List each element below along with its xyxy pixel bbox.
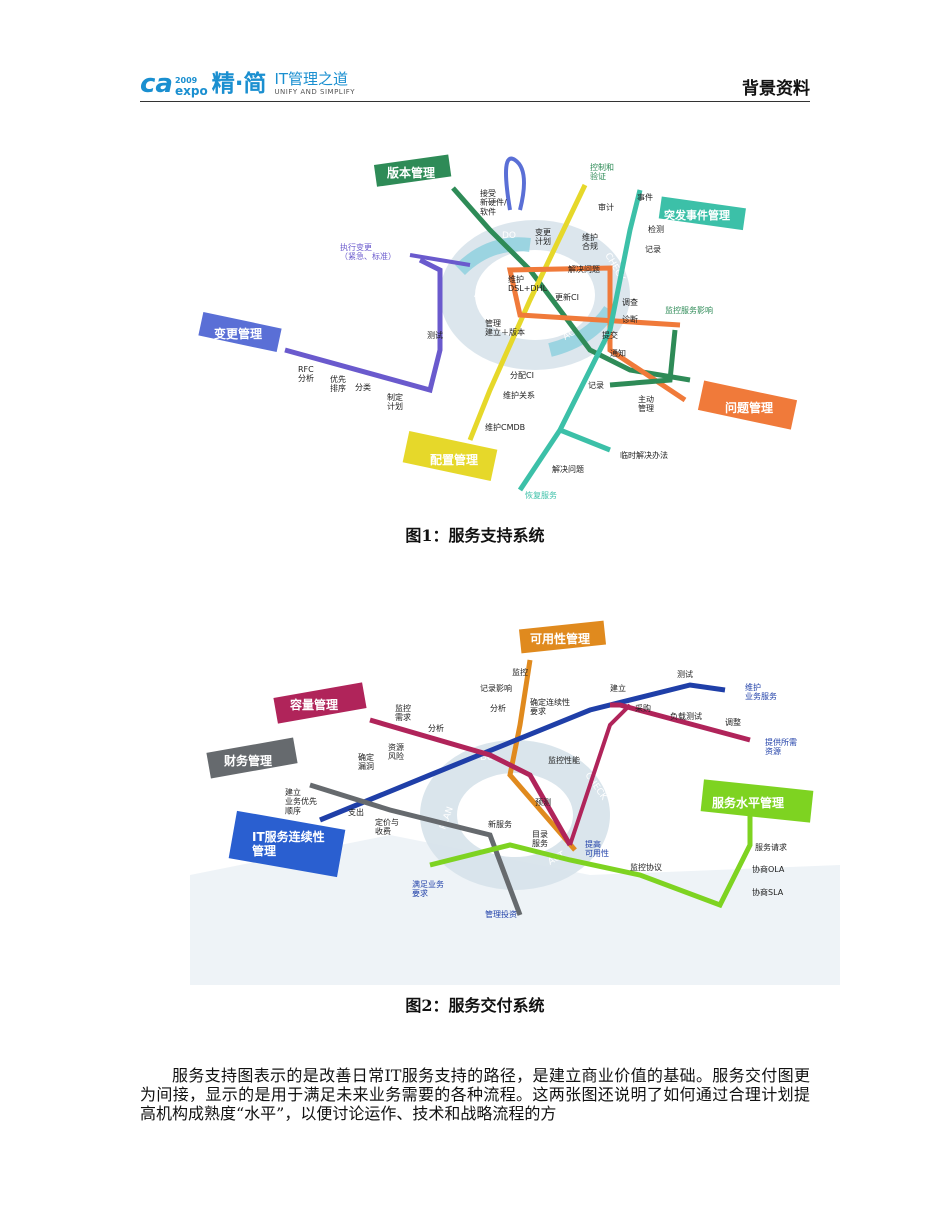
f1-label-active-manage: 主动管理 <box>638 394 654 413</box>
f1-label-event: 事件 <box>637 192 653 202</box>
svg-text:问题管理: 问题管理 <box>725 400 773 415</box>
f2-label-pricing: 定价与收费 <box>375 817 399 836</box>
f2-label-record-impact: 记录影响 <box>480 683 512 693</box>
f1-label-test: 测试 <box>427 330 443 340</box>
f2-label-test: 测试 <box>677 669 693 679</box>
f1-label-maintain-rel: 维护关系 <box>503 390 535 400</box>
box-availability-management: 可用性管理 <box>519 621 606 654</box>
box-finance-management: 财务管理 <box>206 738 297 779</box>
f1-label-update-ci: 更新CI <box>555 292 579 302</box>
f1-label-control-verify: 控制和验证 <box>590 162 614 181</box>
f2-label-adjust: 调整 <box>725 717 741 727</box>
svg-text:突发事件管理: 突发事件管理 <box>664 208 730 222</box>
figure2-caption: 图2：服务交付系统 <box>0 992 950 1016</box>
box-config-management: 配置管理 <box>403 431 498 481</box>
f1-label-restore: 恢复服务 <box>525 490 557 500</box>
f1-label-maintain-audit: 维护合规 <box>582 232 598 251</box>
f2-label-monitor-protocol: 监控协议 <box>630 862 662 872</box>
logo-expo: 2009 expo <box>175 75 208 97</box>
f2-label-analyze2: 分析 <box>428 723 444 733</box>
f2-label-determine-cont: 确定连续性要求 <box>530 697 570 716</box>
f2-label-set-priority: 建立业务优先顺序 <box>285 787 317 815</box>
f2-label-sla: 协商SLA <box>752 887 784 897</box>
svg-text:版本管理: 版本管理 <box>387 165 435 180</box>
box-problem-management: 问题管理 <box>698 381 797 430</box>
f1-label-resolve: 解决问题 <box>568 264 600 274</box>
svg-text:容量管理: 容量管理 <box>289 697 338 712</box>
f2-label-maintain-biz: 维护业务服务 <box>745 682 777 701</box>
f2-label-monitor-demand: 监控需求 <box>395 703 411 722</box>
figure1-caption: 图1：服务支持系统 <box>0 522 950 546</box>
box-version-management: 版本管理 <box>374 155 451 187</box>
f1-label-monitor-impact: 监控服务影响 <box>665 305 713 315</box>
box-sla-management: 服务水平管理 <box>701 779 814 822</box>
f1-label-detect: 检测 <box>648 224 664 234</box>
ca-expo-logo: ca 2009 expo 精·简 IT管理之道 UNIFY AND SIMPLI… <box>140 61 355 97</box>
f2-label-provide-res: 提供所需资源 <box>765 737 797 756</box>
f1-label-formulate: 制定计划 <box>387 392 403 411</box>
f1-label-submit: 提交 <box>602 330 618 340</box>
f1-label-change-plan: 变更计划 <box>535 227 551 246</box>
f2-label-target-service: 目录服务 <box>532 830 548 848</box>
f2-label-new-service: 新服务 <box>488 819 512 829</box>
f1-label-resolve-problem: 解决问题 <box>552 464 584 474</box>
f2-label-resource-risk: 资源风险 <box>388 742 404 761</box>
f1-label-diagnose: 诊断 <box>622 314 638 324</box>
f1-label-notify: 通知 <box>610 348 626 358</box>
f2-label-service-request: 服务请求 <box>755 842 787 852</box>
f1-label-investigate: 调查 <box>622 297 638 307</box>
section-label: 背景资料 <box>742 74 810 99</box>
logo-slogan: IT管理之道 UNIFY AND SIMPLIFY <box>274 71 355 97</box>
svg-text:财务管理: 财务管理 <box>223 753 272 768</box>
f1-label-cmdb: 维护CMDB <box>485 422 525 432</box>
f2-label-manage-invest: 管理投资 <box>485 909 517 919</box>
f2-label-monitor-perf: 监控性能 <box>548 755 580 765</box>
f2-label-purchase: 采购 <box>635 703 651 713</box>
svg-text:服务水平管理: 服务水平管理 <box>712 795 784 810</box>
line-version-loop <box>506 159 524 210</box>
svg-text:可用性管理: 可用性管理 <box>530 631 590 646</box>
f1-label-accept: 接受新硬件/软件 <box>480 188 507 216</box>
box-change-management: 变更管理 <box>198 312 281 352</box>
f1-label-assign-ci: 分配CI <box>510 371 534 380</box>
f2-label-monitor: 监控 <box>512 667 528 677</box>
f2-label-analyze: 分析 <box>490 703 506 713</box>
f1-label-record: 记录 <box>645 245 661 254</box>
f2-label-build: 建立 <box>610 683 626 693</box>
logo-jingjian: 精·简 <box>212 71 267 97</box>
f1-label-exec-change: 执行变更（紧急、标准） <box>340 242 396 261</box>
figure1-service-support-map: PLAN DO CHECK ACT 版本管理 突发事件管理 变更管理 问题管理 … <box>190 150 810 510</box>
f1-label-temp-solution: 临时解决办法 <box>620 450 668 460</box>
body-paragraph: 服务支持图表示的是改善日常IT服务支持的路径，是建立商业价值的基础。服务交付图更… <box>140 1066 810 1123</box>
f1-label-priority: 优先排序 <box>330 374 346 393</box>
f2-label-improve-avail: 提高可用性 <box>585 839 609 858</box>
svg-text:配置管理: 配置管理 <box>430 452 478 467</box>
f2-label-load-test: 负载测试 <box>670 711 702 721</box>
figure2-service-delivery-map: PLAN DO CHECK ACT 可用性管理 容量管理 财务管理 IT服务连续… <box>190 615 840 985</box>
f1-label-audit: 审计 <box>598 202 614 212</box>
f2-label-forecast: 预测 <box>535 797 551 807</box>
logo-ca: ca <box>140 71 173 97</box>
page-header: ca 2009 expo 精·简 IT管理之道 UNIFY AND SIMPLI… <box>140 55 810 102</box>
box-incident-management: 突发事件管理 <box>659 197 746 231</box>
f2-label-expense: 支出 <box>348 807 364 817</box>
ring-label-do: DO <box>502 231 516 241</box>
svg-text:变更管理: 变更管理 <box>214 326 262 341</box>
f2-label-ola: 协商OLA <box>752 864 785 874</box>
f1-label-classify: 分类 <box>355 382 371 392</box>
box-capacity-management: 容量管理 <box>273 682 366 723</box>
f2-label-determine-gap: 确定漏洞 <box>358 752 374 771</box>
f1-label-record-prob: 记录 <box>588 381 604 390</box>
